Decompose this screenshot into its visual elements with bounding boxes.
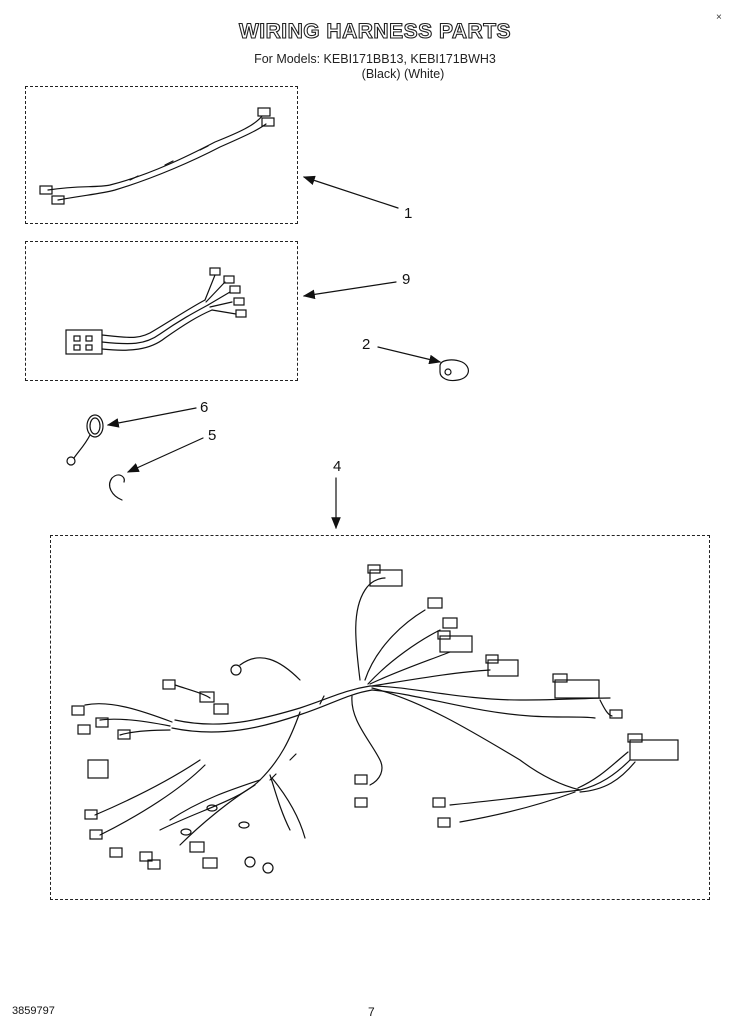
part-box-4	[50, 535, 710, 900]
corner-mark: ×	[716, 12, 722, 23]
leader-arrow-5	[126, 437, 204, 473]
ground-wire-part-6	[66, 414, 104, 466]
leader-arrow-1	[302, 175, 399, 209]
leader-arrow-9	[302, 281, 397, 300]
clip-part-2	[439, 359, 469, 382]
part-box-1	[25, 86, 298, 224]
callout-4: 4	[333, 458, 342, 475]
page-number: 7	[368, 1005, 375, 1019]
document-number: 3859797	[12, 1005, 55, 1017]
part-box-9	[25, 241, 298, 381]
callout-2: 2	[362, 336, 371, 353]
leader-arrow-6	[106, 407, 197, 428]
ring-part-5	[109, 474, 125, 501]
models-line: For Models: KEBI171BB13, KEBI171BWH3	[254, 52, 496, 66]
colors-line: (Black) (White)	[361, 67, 445, 81]
harness-part-4	[71, 564, 679, 874]
callout-6: 6	[200, 399, 209, 416]
harness-part-1	[39, 107, 275, 205]
callout-5: 5	[208, 427, 217, 444]
leader-arrow-2	[377, 346, 442, 365]
callout-1: 1	[404, 205, 413, 222]
callout-9: 9	[402, 271, 411, 288]
harness-part-9	[65, 267, 247, 355]
page-title: WIRING HARNESS PARTS	[238, 19, 512, 43]
